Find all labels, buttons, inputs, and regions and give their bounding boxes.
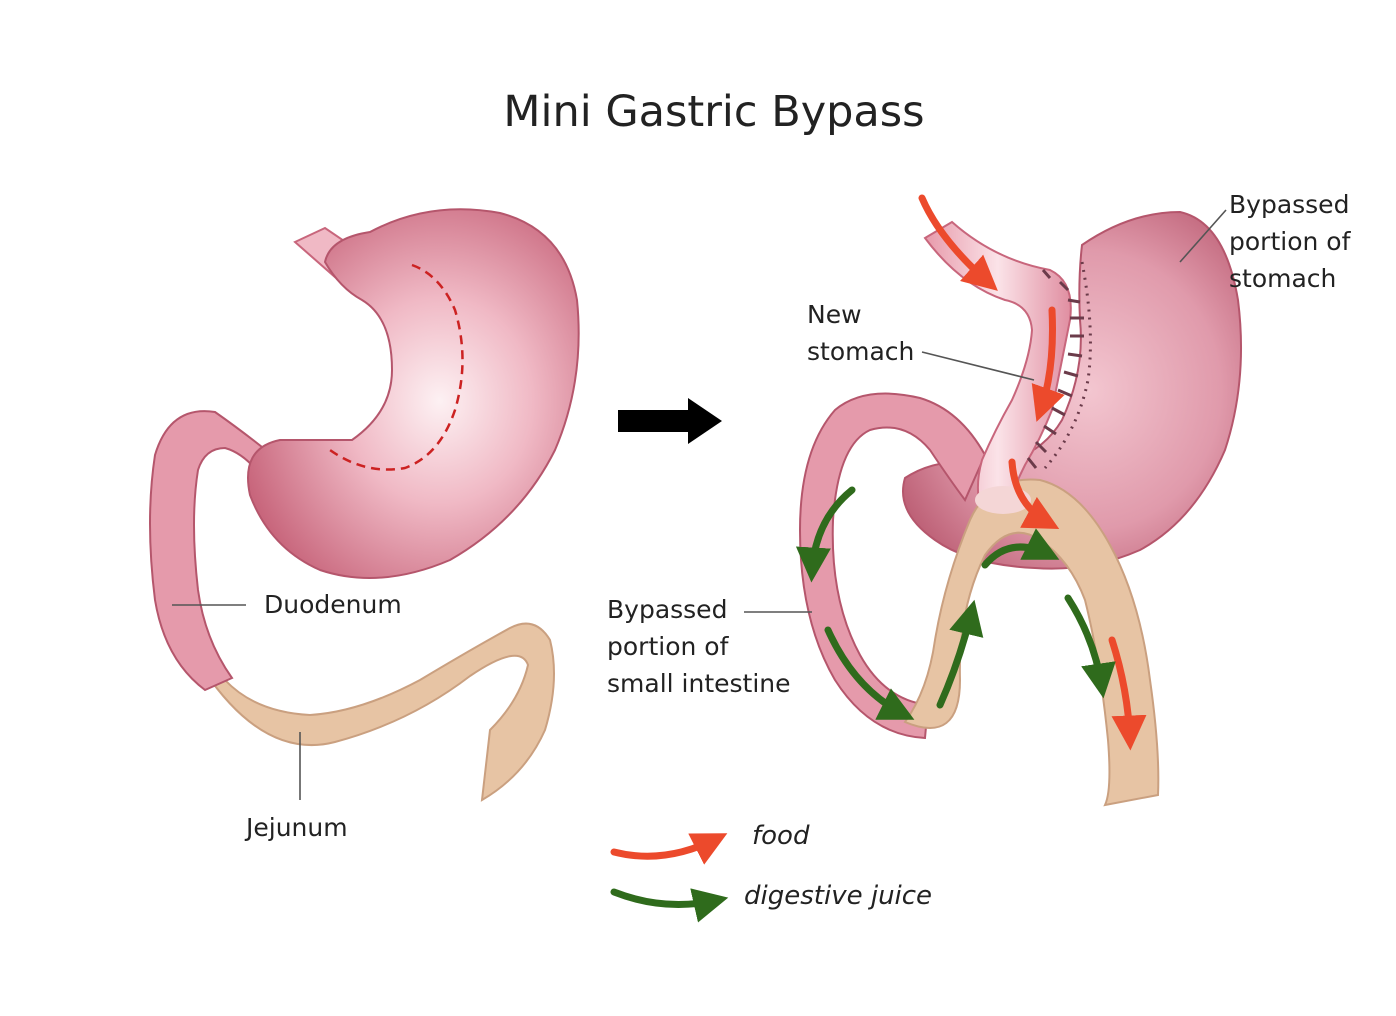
new-stomach-leader <box>921 351 1035 381</box>
staple-ticks <box>1026 269 1084 469</box>
process-arrow-icon <box>618 398 722 444</box>
bypassed-stomach-leader <box>1179 209 1227 263</box>
diagram-title: Mini Gastric Bypass <box>503 87 924 137</box>
stomach-shape <box>247 208 580 579</box>
jejunum-shape <box>202 622 555 802</box>
juice-flow-arrows <box>795 486 1116 720</box>
food-flow-arrows <box>918 194 1147 751</box>
svg-text:Bypassed: Bypassed <box>1229 190 1349 219</box>
legend-food-arrow-icon <box>610 833 728 865</box>
bypassed-intestine-label: Bypassed portion of small intestine <box>607 595 791 698</box>
bypassed-intestine-shape <box>798 392 987 740</box>
svg-text:stomach: stomach <box>807 337 914 366</box>
legend-food-label: food <box>752 821 810 851</box>
jejunum-label: Jejunum <box>244 813 348 842</box>
svg-text:stomach: stomach <box>1229 264 1336 293</box>
surgical-cut-line <box>329 263 464 471</box>
bypass-anatomy <box>798 210 1243 807</box>
legend-juice-label: digestive juice <box>744 881 932 911</box>
normal-anatomy <box>149 208 580 802</box>
legend: food digestive juice <box>610 821 932 923</box>
duodenum-label: Duodenum <box>264 590 402 619</box>
new-stomach-label: New stomach <box>807 300 914 366</box>
bypassed-stomach-label: Bypassed portion of stomach <box>1229 190 1352 293</box>
jejunum-loop-shape <box>903 478 1160 807</box>
svg-text:Bypassed: Bypassed <box>607 595 727 624</box>
legend-juice-arrow-icon <box>610 888 729 923</box>
svg-text:portion of: portion of <box>607 632 730 661</box>
duodenum-shape <box>149 410 302 692</box>
svg-text:small intestine: small intestine <box>607 669 791 698</box>
svg-text:New: New <box>807 300 862 329</box>
svg-text:portion of: portion of <box>1229 227 1352 256</box>
